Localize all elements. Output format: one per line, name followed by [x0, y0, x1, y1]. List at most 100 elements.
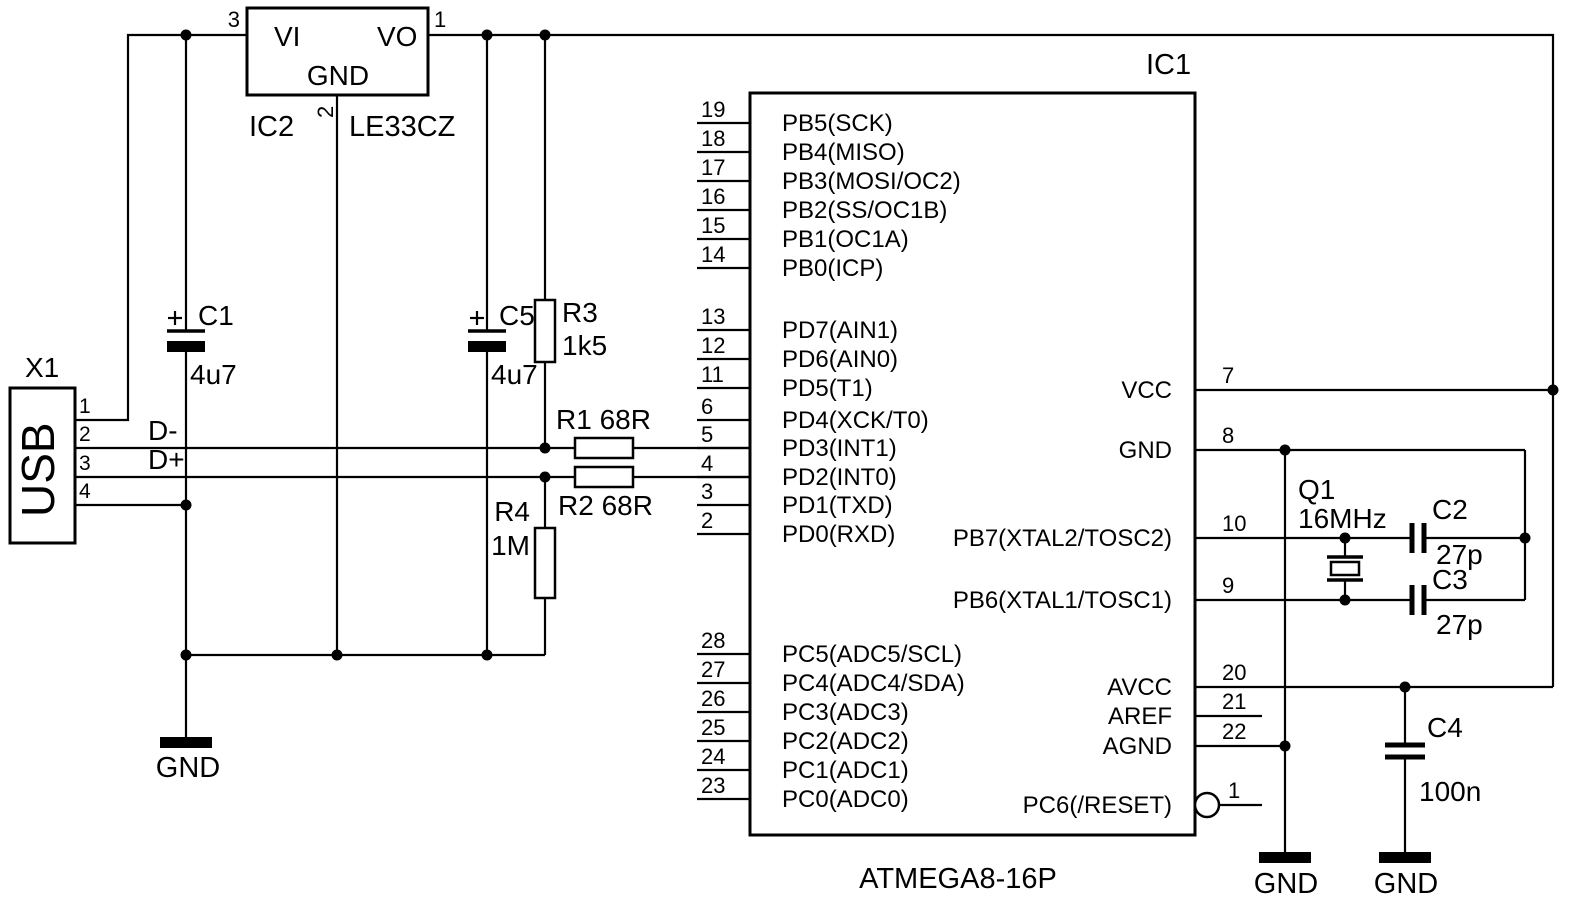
pin-label: PB5(SCK) [782, 110, 893, 137]
mcu-ref: IC1 [1146, 49, 1191, 81]
gnd-bar [160, 737, 212, 748]
regulator-ground-label: GND [307, 60, 369, 91]
junction-dot [481, 649, 493, 661]
pin-label: PC2(ADC2) [782, 728, 909, 755]
pin-number: 27 [701, 657, 725, 682]
pin-label: PD5(T1) [782, 375, 873, 402]
resistor-body [573, 436, 635, 460]
capacitor-plate [468, 341, 506, 352]
pin-number: 13 [701, 304, 725, 329]
capacitor-c5: C5 4u7 [468, 300, 538, 390]
pin-label: PC4(ADC4/SDA) [782, 670, 965, 697]
pin-number: 25 [701, 715, 725, 740]
reset-inversion-bubble [1193, 791, 1221, 819]
gnd-bar [1379, 852, 1431, 863]
pin-number: 15 [701, 213, 725, 238]
gnd-label: GND [1254, 868, 1318, 900]
regulator-pin-number-gnd: 2 [313, 106, 338, 118]
junction-dot [1339, 532, 1351, 544]
mcu-part: ATMEGA8-16P [859, 863, 1057, 895]
gnd-symbol-left: GND [156, 737, 220, 784]
pin-number: 5 [701, 422, 713, 447]
pin-label: PC0(ADC0) [782, 786, 909, 813]
regulator-pin-number-in: 3 [228, 7, 240, 32]
resistor-body [533, 298, 557, 364]
r2-label: R2 68R [558, 490, 653, 521]
r4-value: 1M [491, 530, 530, 561]
pin-label: PB7(XTAL2/TOSC2) [953, 525, 1172, 552]
pin-number: 26 [701, 686, 725, 711]
pin-number: 16 [701, 184, 725, 209]
junction-dot [481, 29, 493, 41]
usb-ref: X1 [25, 352, 59, 383]
junction-dot [180, 649, 192, 661]
c1-value: 4u7 [190, 359, 237, 390]
pin-label: PD7(AIN1) [782, 317, 898, 344]
pin-label: PD0(RXD) [782, 521, 895, 548]
resistor-r4: R4 1M [491, 496, 557, 600]
net-label-dplus: D+ [148, 444, 185, 475]
pin-label: PB3(MOSI/OC2) [782, 168, 961, 195]
usb-pin-number: 1 [79, 395, 91, 418]
pin-label: VCC [1121, 377, 1172, 404]
mcu-ic1: IC1 ATMEGA8-16P 19 PB5(SCK) 18 PB4(MISO)… [697, 49, 1246, 895]
ic1-left-pins: 19 PB5(SCK) 18 PB4(MISO) 17 PB3(MOSI/OC2… [697, 97, 965, 813]
usb-connector-body [8, 386, 77, 545]
pin-number: 17 [701, 155, 725, 180]
c3-value: 27p [1436, 609, 1483, 640]
capacitor-c2: C2 27p [1409, 494, 1483, 570]
regulator-ref: IC2 [249, 111, 294, 143]
r3-value: 1k5 [562, 330, 607, 361]
junction-dot [539, 442, 551, 454]
junction-dot [180, 499, 192, 511]
pin-label: PD6(AIN0) [782, 346, 898, 373]
pin-number: 19 [701, 97, 725, 122]
plus-polarity-mark [168, 311, 182, 325]
pin-number: 6 [701, 394, 713, 419]
c2-ref: C2 [1432, 494, 1468, 525]
pin-label: PB6(XTAL1/TOSC1) [953, 587, 1172, 614]
pin-label: PB0(ICP) [782, 255, 883, 282]
junction-dots [180, 29, 1559, 752]
c3-ref: C3 [1432, 564, 1468, 595]
pin-label: AGND [1103, 733, 1172, 760]
c4-value: 100n [1419, 776, 1481, 807]
pin-number: 8 [1222, 423, 1234, 448]
crystal-q1: Q1 16MHz [1298, 474, 1387, 582]
capacitor-c3: C3 27p [1409, 564, 1483, 640]
junction-dot [1547, 384, 1559, 396]
regulator-body [245, 6, 430, 97]
pin-number: 9 [1222, 573, 1234, 598]
net-3v3-rail [428, 33, 1555, 687]
pin-label: PC1(ADC1) [782, 757, 909, 784]
net-label-dminus: D- [148, 415, 178, 446]
regulator-part: LE33CZ [349, 111, 455, 143]
c4-ref: C4 [1427, 712, 1463, 743]
gnd-label: GND [1374, 868, 1438, 900]
pin-label: PD2(INT0) [782, 464, 897, 491]
junction-dot [539, 29, 551, 41]
pin-label: PC6(/RESET) [1023, 792, 1172, 819]
r1-label: R1 68R [556, 404, 651, 435]
plus-polarity-mark [470, 311, 484, 325]
gnd-bar [1259, 852, 1311, 863]
junction-dot [331, 649, 343, 661]
c1-ref: C1 [198, 300, 234, 331]
capacitor-c4: C4 100n [1385, 712, 1481, 807]
usb-pin-number: 3 [79, 452, 91, 475]
q1-value: 16MHz [1298, 503, 1387, 534]
junction-dot [1399, 681, 1411, 693]
ic1-right-pins: 7 VCC 8 GND 10 PB7(XTAL2/TOSC2) 9 PB6(XT… [953, 363, 1247, 819]
pin-number: 28 [701, 628, 725, 653]
junction-dot [1339, 594, 1351, 606]
junction-dot [539, 471, 551, 483]
resistor-r3: R3 1k5 [533, 297, 607, 364]
pin-number: 1 [1228, 778, 1240, 803]
pin-label: PD1(TXD) [782, 492, 893, 519]
pin-number: 21 [1222, 689, 1246, 714]
regulator-output-label: VO [377, 21, 417, 52]
r4-ref: R4 [494, 496, 530, 527]
junction-dot [1519, 532, 1531, 544]
